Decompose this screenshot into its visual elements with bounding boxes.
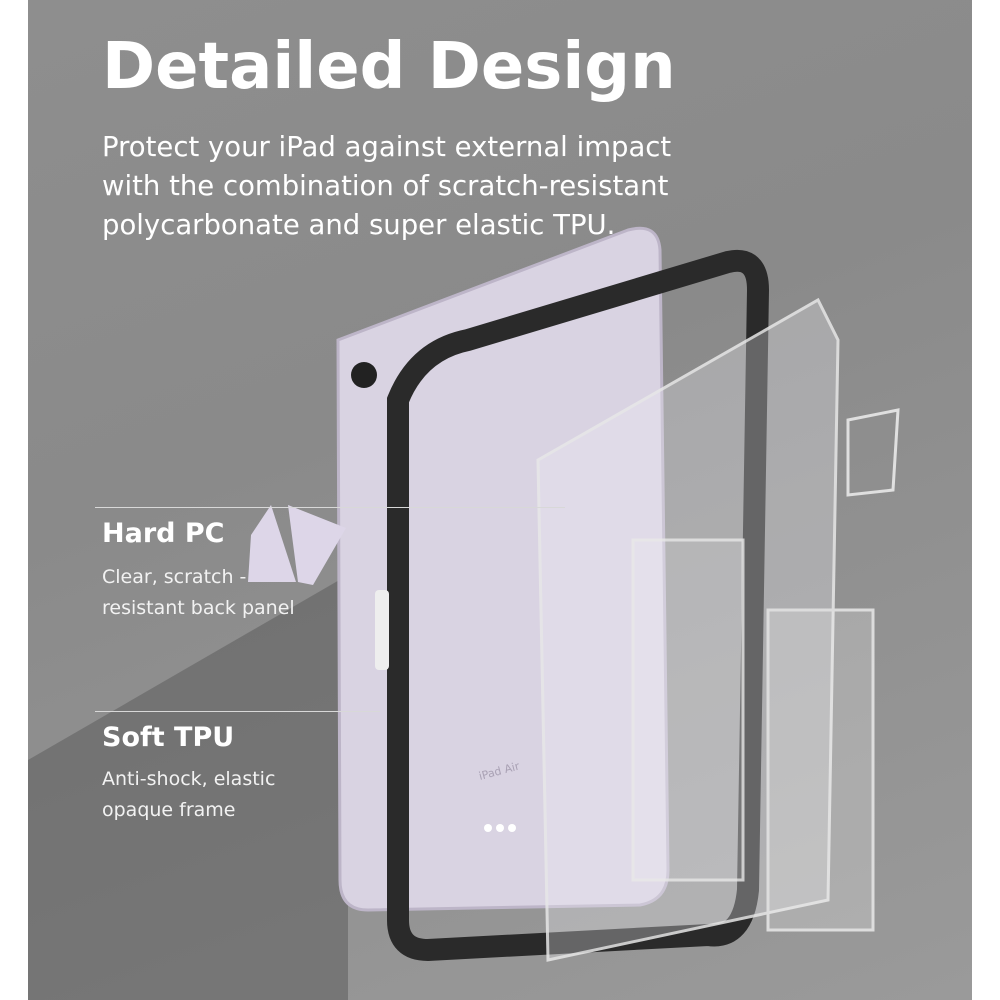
feature-title-hard-pc: Hard PC: [102, 518, 225, 549]
feature-title-soft-tpu: Soft TPU: [102, 722, 235, 753]
product-scene: iPad Air Detailed Design Protect your iP…: [28, 0, 972, 1000]
tpu-frame: [375, 249, 770, 962]
pc-panel-sample: [248, 505, 346, 585]
shadow: [28, 575, 348, 1000]
exploded-case-illustration: iPad Air: [28, 226, 900, 1000]
divider: [95, 507, 565, 508]
divider: [95, 711, 380, 712]
feature-desc-soft-tpu: Anti-shock, elastic opaque frame: [102, 768, 276, 821]
subheadline: Protect your iPad against external impac…: [102, 131, 672, 241]
camera-icon: [351, 362, 377, 388]
pc-back-panel: [536, 297, 900, 962]
feature-desc-hard-pc: Clear, scratch - resistant back panel: [102, 566, 295, 619]
headline: Detailed Design: [102, 30, 676, 104]
ipad: iPad Air: [336, 226, 670, 912]
